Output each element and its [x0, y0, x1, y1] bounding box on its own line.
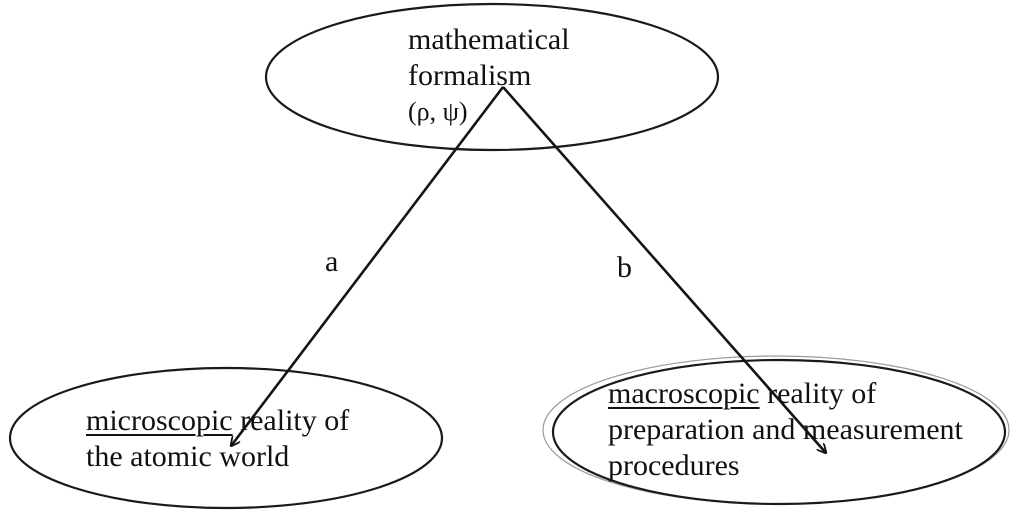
- micro-line1-rest: reality of: [232, 404, 350, 437]
- micro-underlined-word: microscopic: [86, 404, 233, 437]
- formalism-line3: (ρ, ψ): [408, 97, 468, 126]
- arrow-b: [502, 86, 826, 453]
- edge-b-label: b: [617, 251, 632, 284]
- macro-underlined-word: macroscopic: [608, 377, 760, 410]
- formalism-line1: mathematical: [408, 23, 570, 56]
- formalism-ellipse: [264, 2, 720, 152]
- micro-line2: the atomic world: [86, 440, 290, 473]
- micro-line1: microscopic reality of: [86, 403, 349, 439]
- formalism-label: mathematical formalism (ρ, ψ): [408, 22, 570, 130]
- arrow-a: [231, 86, 505, 446]
- formalism-line2: formalism: [408, 59, 532, 92]
- edge-a-label: a: [325, 245, 339, 278]
- macro-label: macroscopic reality of preparation and m…: [608, 376, 963, 484]
- macro-ellipse: [551, 358, 1007, 506]
- micro-label: microscopic reality of the atomic world: [86, 403, 349, 475]
- macro-line2: preparation and measurement: [608, 413, 963, 446]
- macro-line1-rest: reality of: [759, 377, 877, 410]
- macro-line1: macroscopic reality of: [608, 376, 963, 412]
- macro-line3: procedures: [608, 449, 740, 482]
- micro-ellipse: [8, 366, 444, 510]
